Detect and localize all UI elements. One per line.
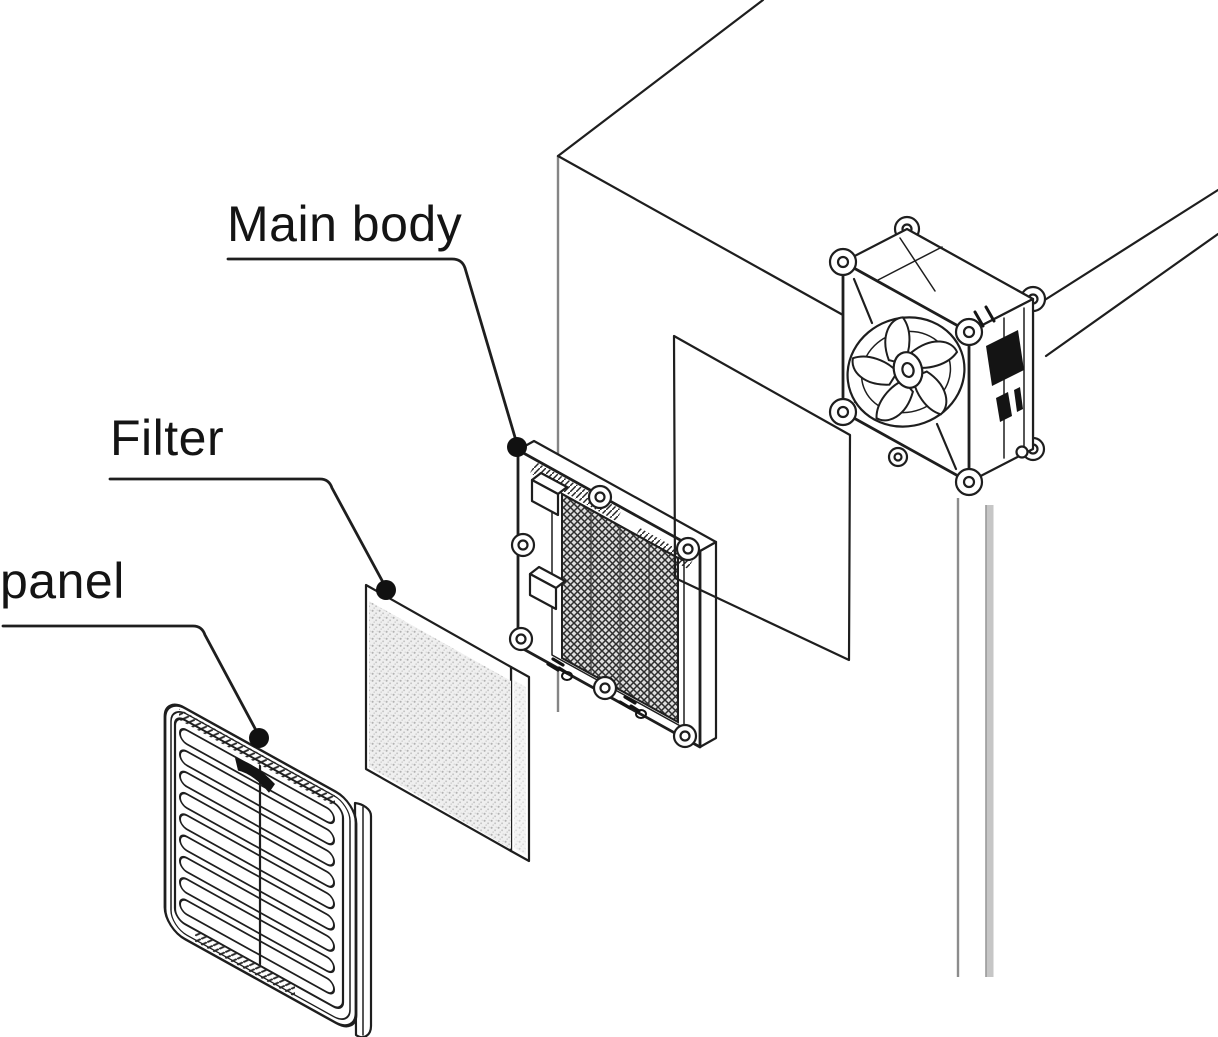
leader-dot-filter [376,580,396,600]
label-main-body: Main body [227,196,462,252]
main-body-bosses [508,484,701,749]
louver-slats [179,728,335,995]
fan-hub [892,351,924,389]
callout-main-body: Main body [226,196,527,457]
grille-dividers [590,510,650,706]
label-filter: Filter [110,410,224,466]
leader-dot-panel [249,728,269,748]
main-body-side-face [698,540,718,749]
callouts: Main body Filter panel [0,196,527,748]
panel-bottom-rail-hatch [195,930,295,998]
main-body-frame [508,439,718,749]
fan-front-frame [828,247,984,497]
panel-front-face [163,703,358,1028]
fan-label-patch [986,330,1024,386]
axial-fan [828,215,1047,977]
fan-side-face [967,297,1035,484]
leader-filter [108,477,387,588]
enclosure-top-right-edge-1 [1038,188,1218,305]
leader-panel [1,624,260,736]
leader-main-body [226,257,519,446]
enclosure-front-top-edge [556,154,845,317]
filter-media-texture [369,601,511,849]
fan-top-struts [877,237,943,292]
fan-side-screw [1015,445,1029,459]
enclosure-top-left-edge [556,0,765,158]
mounting-cutout-outline [672,334,852,662]
main-body-latches [546,657,647,719]
louvered-panel [163,703,373,1037]
callout-filter: Filter [108,410,396,600]
enclosure-top-right-edge-2 [1044,232,1218,358]
filter-pad [364,583,531,863]
callout-panel: panel [0,553,269,748]
main-body-clips [528,471,569,611]
panel-top-notch [235,757,275,793]
leader-dot-main-body [507,437,527,457]
fan-hub-hole [901,361,915,379]
louver-area-border [173,717,345,1009]
label-panel: panel [0,553,125,609]
